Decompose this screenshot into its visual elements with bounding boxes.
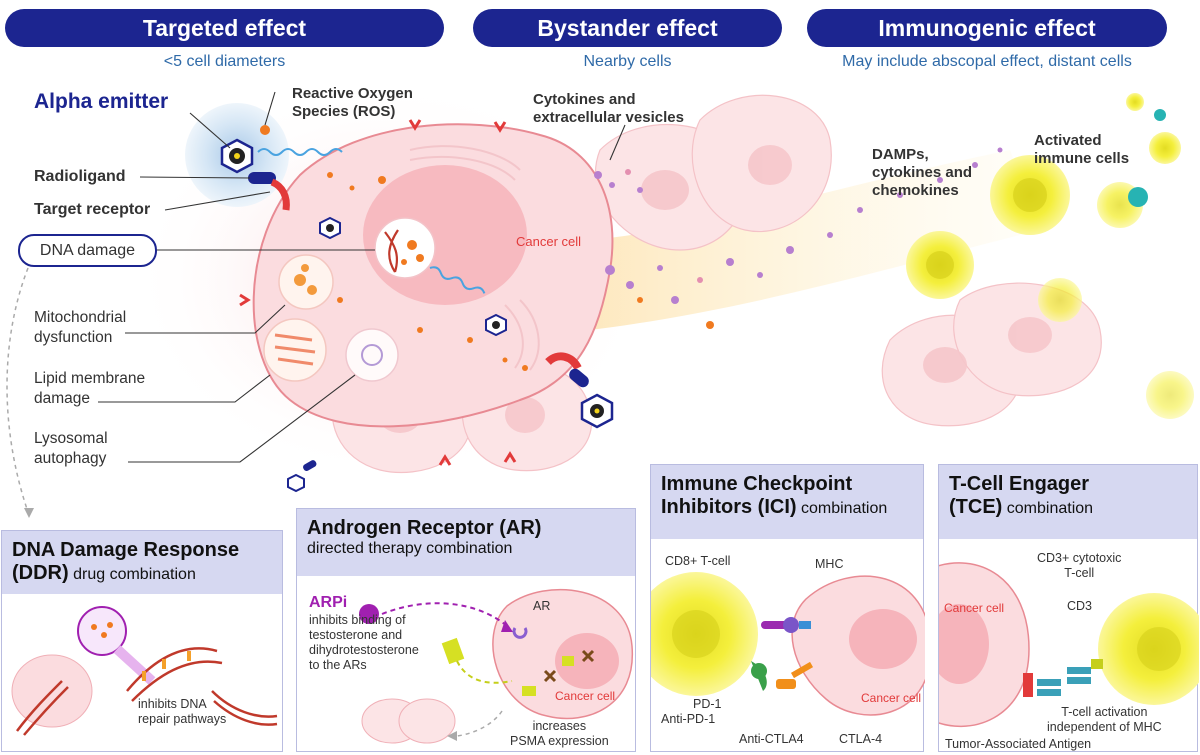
header-immunogenic-effect: Immunogenic effect xyxy=(807,9,1167,47)
ar-illustration xyxy=(359,588,633,744)
tce-cd3-label: CD3 xyxy=(1067,599,1093,613)
signal-stream xyxy=(590,150,1040,330)
lysosome xyxy=(345,328,399,382)
panel-ddr: DNA Damage Response (DDR) drug combinati… xyxy=(1,530,283,752)
label-mitochondrial-dysfunction: Mitochondrial dysfunction xyxy=(34,308,126,348)
subtitle-targeted-effect: <5 cell diameters xyxy=(163,53,286,70)
label-target-receptor: Target receptor xyxy=(34,201,151,218)
ddr-title-abbr: (DDR) xyxy=(12,562,69,584)
ddr-note-line2: repair pathways xyxy=(138,712,227,726)
label-ros-line2: Species (ROS) xyxy=(292,103,396,120)
tce-activation-line2: independent of MHC xyxy=(1047,720,1162,734)
label-damps: DAMPs, cytokines and chemokines xyxy=(872,146,972,200)
label-lysosomal-autophagy: Lysosomal autophagy xyxy=(34,429,108,469)
label-damps-line2: cytokines and xyxy=(872,164,973,181)
label-cyto-line2: extracellular vesicles xyxy=(533,109,684,126)
label-ros-line1: Reactive Oxygen xyxy=(292,85,413,102)
label-lyso-line2: autophagy xyxy=(34,450,107,467)
ici-cancer-cell-label: Cancer cell xyxy=(861,691,922,705)
tce-activation-note: T-cell activation independent of MHC xyxy=(1047,705,1162,735)
panel-ici-header: Immune Checkpoint Inhibitors (ICI) combi… xyxy=(651,465,923,539)
ar-arpi-line2: testosterone and xyxy=(309,628,403,642)
ici-anti-pd1-label: Anti-PD-1 xyxy=(661,712,716,726)
ddr-illustration xyxy=(11,606,278,736)
ddr-note-line1: inhibits DNA xyxy=(138,697,207,711)
ddr-note: inhibits DNA repair pathways xyxy=(138,697,226,727)
ici-pd1-label: PD-1 xyxy=(693,697,722,711)
panel-tce-header: T-Cell Engager (TCE) combination xyxy=(939,465,1197,539)
label-lipid-line1: Lipid membrane xyxy=(34,370,146,387)
label-activated-immune-cells: Activated immune cells xyxy=(1034,132,1129,168)
ar-cancer-cell-label: Cancer cell xyxy=(555,689,616,703)
ar-psma-line1: increases xyxy=(532,719,587,733)
label-cancer-cell-main: Cancer cell xyxy=(516,234,582,249)
ddr-title-rest: drug combination xyxy=(68,566,196,583)
ar-title-rest: directed therapy combination xyxy=(307,540,513,557)
label-damps-line1: DAMPs, xyxy=(872,146,929,163)
header-bystander-effect: Bystander effect xyxy=(473,9,782,47)
immune-cells xyxy=(906,93,1194,419)
tce-title-rest: combination xyxy=(1002,500,1094,517)
label-ros: Reactive Oxygen Species (ROS) xyxy=(292,85,413,121)
tce-title-line2: (TCE) xyxy=(949,496,1003,518)
cytokine-vesicles xyxy=(594,147,1003,304)
target-receptor-icon xyxy=(270,178,290,211)
ici-illustration xyxy=(651,572,925,716)
subtitle-bystander-effect: Nearby cells xyxy=(583,53,672,70)
ar-arpi-line1: inhibits binding of xyxy=(309,613,406,627)
radioligand-icon xyxy=(248,172,276,184)
ici-cd8-label: CD8+ T-cell xyxy=(665,554,731,568)
label-cytokines-vesicles: Cytokines and extracellular vesicles xyxy=(533,91,684,127)
tce-cancer-cell-label: Cancer cell xyxy=(944,601,1005,615)
panel-ddr-header: DNA Damage Response (DDR) drug combinati… xyxy=(2,531,282,594)
ar-title: Androgen Receptor (AR) xyxy=(307,517,542,539)
label-mito-line2: dysfunction xyxy=(34,329,113,346)
label-mito-line1: Mitochondrial xyxy=(34,309,127,326)
ici-title-line1: Immune Checkpoint xyxy=(661,473,853,495)
ar-arpi-line4: to the ARs xyxy=(309,658,367,672)
tce-cd3-cyto-line1: CD3+ cytotoxic xyxy=(1037,551,1122,565)
label-lipid-line2: damage xyxy=(34,390,91,407)
label-radioligand: Radioligand xyxy=(34,168,126,185)
label-cyto-line1: Cytokines and xyxy=(533,91,636,108)
dna-damage-site xyxy=(374,217,436,279)
ar-arpi-note: inhibits binding of testosterone and dih… xyxy=(309,613,419,673)
tce-illustration xyxy=(939,562,1199,727)
label-activated-line2: immune cells xyxy=(1034,150,1130,167)
ar-arpi-label: ARPi xyxy=(309,594,348,611)
ici-ctla4-label: CTLA-4 xyxy=(839,732,883,746)
panel-ar: Androgen Receptor (AR) directed therapy … xyxy=(296,508,636,752)
ar-receptor-label: AR xyxy=(533,599,551,613)
tce-cd3-cyto-line2: T-cell xyxy=(1064,566,1095,580)
leader-lines xyxy=(98,91,626,463)
label-dna-damage: DNA damage xyxy=(18,234,157,267)
tce-cd3-cytotoxic-label: CD3+ cytotoxic T-cell xyxy=(1037,551,1121,581)
label-lyso-line1: Lysosomal xyxy=(34,430,108,447)
subtitle-immunogenic-effect: May include abscopal effect, distant cel… xyxy=(842,53,1132,70)
ddr-title: DNA Damage Response xyxy=(12,539,240,561)
ar-psma-note: increases PSMA expression xyxy=(510,719,609,749)
label-damps-line3: chemokines xyxy=(872,182,959,199)
label-activated-line1: Activated xyxy=(1034,132,1102,149)
ici-title-line2: Inhibitors (ICI) xyxy=(661,496,797,518)
tce-taa-label: Tumor-Associated Antigen xyxy=(945,737,1092,751)
panel-ar-header: Androgen Receptor (AR) directed therapy … xyxy=(297,509,635,576)
tce-title-line1: T-Cell Engager xyxy=(949,473,1090,495)
ici-anti-ctla4-label: Anti-CTLA4 xyxy=(739,732,804,746)
panel-ici: Immune Checkpoint Inhibitors (ICI) combi… xyxy=(650,464,925,752)
mitochondria xyxy=(278,254,334,310)
label-alpha-emitter: Alpha emitter xyxy=(34,90,169,113)
ici-mhc-label: MHC xyxy=(815,557,844,571)
panel-tce: T-Cell Engager (TCE) combination CD3+ cy… xyxy=(938,464,1199,752)
ar-psma-line2: PSMA expression xyxy=(510,734,609,748)
ici-title-rest: combination xyxy=(796,500,888,517)
header-targeted-effect: Targeted effect xyxy=(5,9,444,47)
tce-activation-line1: T-cell activation xyxy=(1061,705,1148,719)
ar-arpi-line3: dihydrotestosterone xyxy=(309,643,419,657)
label-lipid-membrane-damage: Lipid membrane damage xyxy=(34,369,145,409)
ros-particles xyxy=(260,125,714,371)
